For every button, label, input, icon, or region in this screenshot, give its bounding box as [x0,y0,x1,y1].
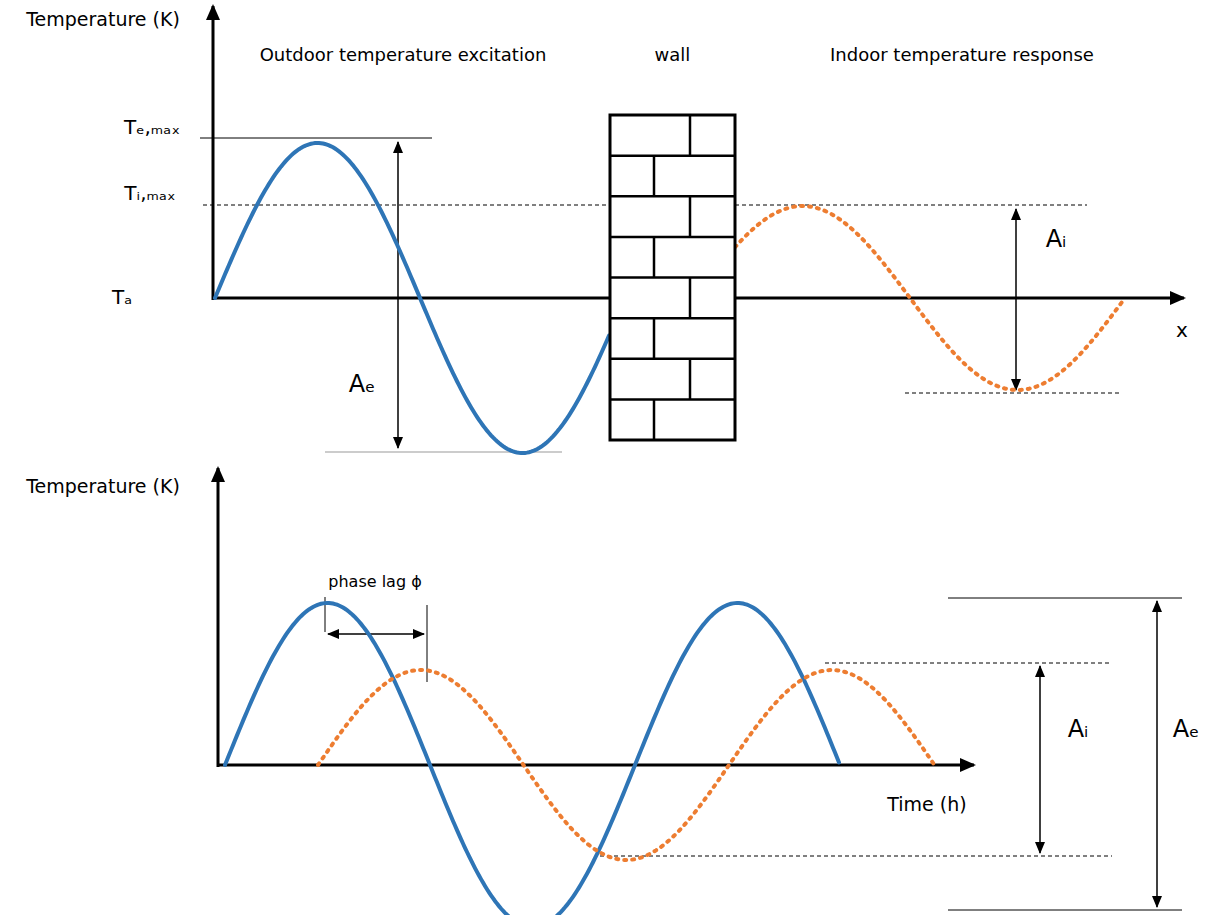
reference-line [600,856,1112,857]
brick-joint [610,154,735,157]
y-axis [212,6,215,300]
x-axis [218,764,974,767]
phase-lag-label: phase lag ϕ [328,573,421,591]
reference-line [825,663,1112,664]
brick-joint [653,237,656,278]
phase-arrow [328,633,424,635]
brick-joint [610,358,735,361]
axis-label: Time (h) [887,794,966,816]
temperature-label: Tₐ [112,286,132,309]
bottom-chart-axes [218,468,1182,910]
brick-joint [610,236,735,239]
reference-line [948,910,1182,911]
amplitude-arrow [1156,601,1158,907]
response-curve [318,670,934,860]
top-chart-axes [200,6,1184,452]
response-curve [735,206,1125,390]
brick-joint [653,318,656,359]
axis-title: Temperature (K) [26,476,180,498]
brick-joint [689,196,692,237]
brick-joint [653,156,656,197]
reference-line [948,598,1182,599]
brick-joint [610,317,735,320]
brick-wall [610,115,735,440]
chart-heading: Outdoor temperature excitation [260,45,547,66]
amplitude-arrow [1039,666,1041,853]
amplitude-arrow [397,142,399,448]
brick-joint [610,276,735,279]
chart-heading: Indoor temperature response [830,45,1094,66]
amplitude-label: Aᵢ [1046,226,1067,254]
axis-title: Temperature (K) [26,9,180,31]
amplitude-label: Aₑ [349,371,375,399]
amplitude-arrow [1015,209,1017,390]
node-label: wall [596,38,749,65]
axis-label: x [1176,319,1188,342]
wall-node: wall [596,38,749,442]
amplitude-label: Aᵢ [1068,716,1089,744]
brick-joint [653,399,656,440]
wall-outline [610,115,735,440]
brick-joint [689,278,692,319]
brick-joint [610,398,735,401]
temperature-label: Tᵢ,ₘₐₓ [124,182,175,205]
y-axis [217,468,220,767]
excitation-curve [225,603,839,915]
brick-joint [689,359,692,400]
excitation-curve [215,143,609,453]
amplitude-label: Aₑ [1173,716,1199,744]
reference-line [905,393,1122,394]
reference-line [200,138,432,139]
brick-joint [689,115,692,156]
temperature-label: Tₑ,ₘₐₓ [124,116,180,139]
brick-joint [610,195,735,198]
